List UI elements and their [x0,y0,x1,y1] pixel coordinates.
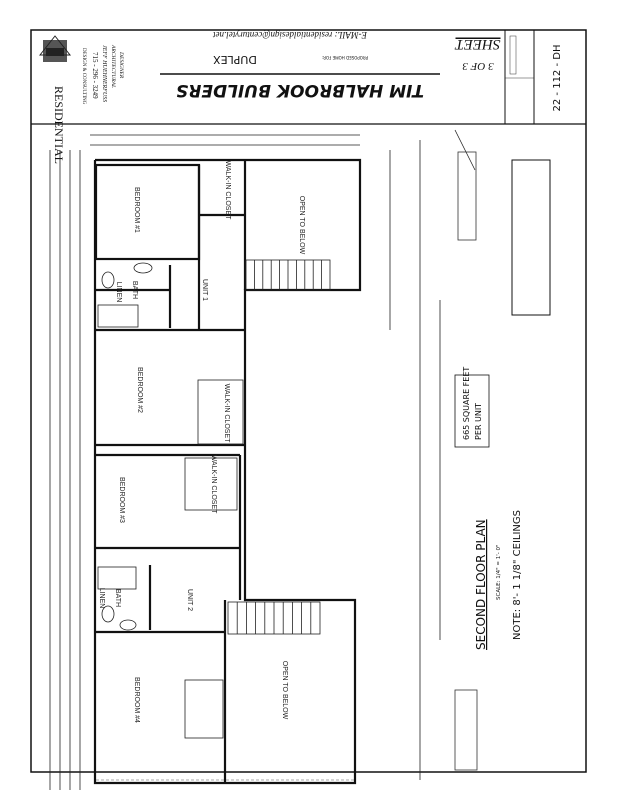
sheet-number: 3 OF 3 [462,60,495,72]
title-block: RESIDENTIAL DESIGN & CONSULTING 715 - 29… [38,30,563,164]
email: E-MAIL: residentialdesign@centurytel.net [213,30,368,40]
area-note-box [454,374,490,448]
company-logo [38,35,72,62]
room-label: LINEN [98,588,105,609]
room-label: BEDROOM #3 [118,477,125,523]
designer-title-1: ARCHITECTURAL [110,44,116,88]
client-name: TIM HALBROOK BUILDERS [176,80,424,100]
room-label: BATH [131,281,138,299]
building-walls [93,158,362,785]
sheet-label: SHEET [454,36,501,52]
drawing-title-area: 665 SQUARE FEET PER UNIT SECOND FLOOR PL… [454,367,523,650]
area-note-line-2: PER UNIT [474,403,483,440]
area-note-line-1: 665 SQUARE FEET [462,367,471,440]
designer-name: JEFF HUEHNERFUSS [101,45,107,102]
stairs-lower [227,601,321,635]
ceiling-note: NOTE: 8'- 1 1/8" CEILINGS [512,510,523,640]
room-label: LINEN [115,282,122,303]
room-labels: BEDROOM #1 BEDROOM #2 BEDROOM #3 BEDROOM… [98,161,305,723]
drawing-scale: SCALE: 1/4" = 1'- 0" [496,545,502,601]
room-label: UNIT 2 [186,589,193,611]
toilet-icon [101,605,115,623]
sink-icon [133,262,153,274]
drawing-number: 22 - 112 - DH [552,45,563,112]
room-label: BEDROOM #1 [133,187,140,233]
room-label: BATH [114,589,121,607]
room-label: OPEN TO BELOW [298,196,305,255]
dimension-lines [49,129,476,790]
room-label: BEDROOM #4 [133,677,140,723]
room-label: WALK-IN CLOSET [224,161,231,221]
phone-number: 715 - 296 - 3249 [91,52,99,99]
toilet-icon [101,271,115,289]
company-subtitle: DESIGN & CONSULTING [81,48,86,105]
room-label: WALK-IN CLOSET [223,384,230,444]
fixtures [97,262,153,631]
room-label: WALK-IN CLOSET [210,455,217,515]
room-label: BEDROOM #2 [136,367,143,413]
tub-icon [97,566,137,590]
stairs-upper [245,259,331,291]
drawing-title: SECOND FLOOR PLAN [474,519,488,650]
room-label: OPEN TO BELOW [281,661,288,720]
note-boxes [454,151,551,771]
sink-icon [119,619,137,631]
company-name: RESIDENTIAL [52,86,66,164]
sheet-border [30,29,587,773]
revision-box [509,35,517,75]
room-label: UNIT 1 [201,279,208,301]
designer-title-2: DESIGNER [118,51,124,79]
tub-icon [97,304,139,328]
project-name: DUPLEX [213,53,257,66]
proposed-label: PROPOSED HOME FOR: [322,55,368,60]
